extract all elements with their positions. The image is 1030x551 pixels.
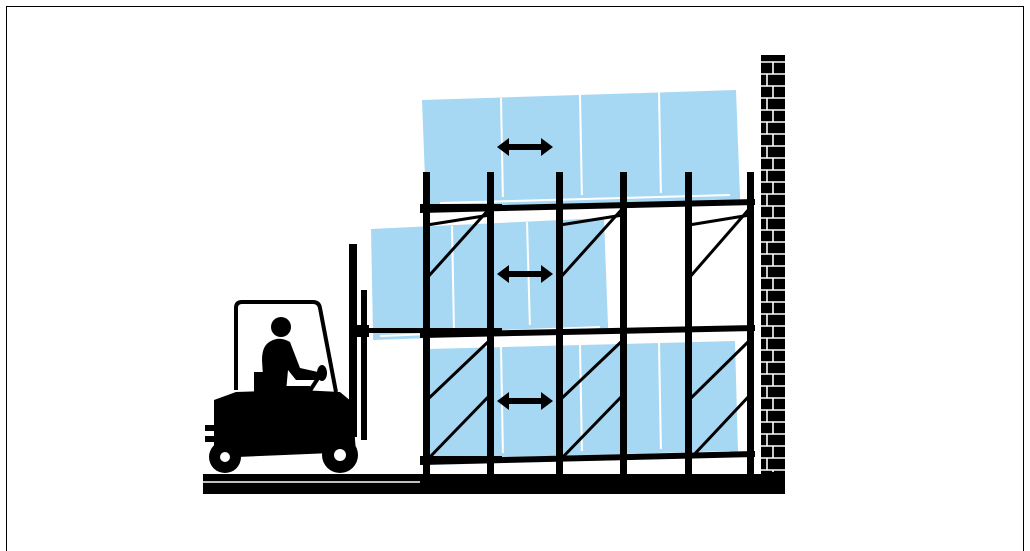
floor <box>203 474 785 494</box>
pallet-loads-level-3 <box>422 90 740 208</box>
pallet-rack-frame <box>420 172 755 474</box>
brick-wall-icon <box>761 55 785 475</box>
operator-icon <box>254 317 318 400</box>
forklift-icon <box>205 244 501 473</box>
double-arrow-icon <box>497 138 553 410</box>
